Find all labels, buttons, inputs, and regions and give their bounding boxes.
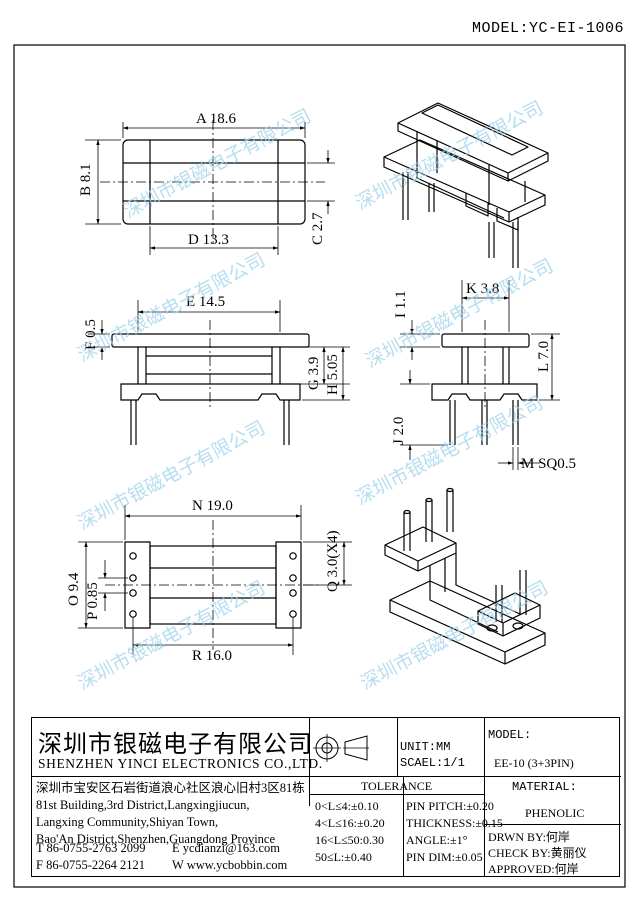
dim-r: R 16.0 xyxy=(192,648,232,664)
model-header: MODEL:YC-EI-1006 xyxy=(471,20,624,37)
top-view xyxy=(85,120,335,255)
projection-symbol-icon xyxy=(313,734,369,762)
company-name-cn: 深圳市银磁电子有限公司 xyxy=(38,730,313,758)
watermark-6: 深圳市银磁电子有限公司 xyxy=(74,417,269,535)
watermark-2: 深圳市银磁电子有限公司 xyxy=(352,97,547,215)
address-cn: 深圳市宝安区石岩街道浪心社区浪心旧村3区81栋 xyxy=(36,781,305,795)
watermark-7: 深圳市银磁电子有限公司 xyxy=(74,577,269,695)
dim-e: E 14.5 xyxy=(186,294,225,310)
side-view xyxy=(400,280,560,470)
front-view xyxy=(88,300,350,445)
dim-b: B 8.1 xyxy=(78,163,94,196)
pin-pitch: PIN PITCH:±0.20 xyxy=(406,799,494,813)
web: W www.ycbobbin.com xyxy=(172,858,288,872)
tolerance-title: TOLERANCE xyxy=(360,779,433,793)
address-en-2: Langxing Community,Shiyan Town, xyxy=(36,815,219,829)
isometric-view-bottom xyxy=(384,487,546,665)
dim-k: K 3.8 xyxy=(466,281,499,297)
material-value: PHENOLIC xyxy=(525,806,585,820)
company-name-en: SHENZHEN YINCI ELECTRONICS CO.,LTD. xyxy=(38,756,323,771)
scale: SCAEL:1/1 xyxy=(400,756,465,770)
dim-h: H 5.05 xyxy=(325,354,341,395)
watermark-4: 深圳市银磁电子有限公司 xyxy=(362,255,557,373)
pin-dim: PIN DIM:±0.05 xyxy=(406,850,483,864)
dim-d: D 13.3 xyxy=(188,232,229,248)
title-block: 深圳市银磁电子有限公司 SHENZHEN YINCI ELECTRONICS C… xyxy=(31,717,621,877)
projection-symbol xyxy=(311,726,371,770)
drawn-by: DRWN BY:何岸 xyxy=(488,830,570,844)
dim-o: O 9.4 xyxy=(66,572,82,606)
dim-q: Q 3.0(X4) xyxy=(325,530,341,592)
dim-a: A 18.6 xyxy=(196,111,237,127)
dim-c: C 2.7 xyxy=(310,212,326,245)
tolerance-3: 16<L≤50:0.30 xyxy=(315,833,385,847)
approved-by: APPROVED:何岸 xyxy=(488,862,579,876)
address: 深圳市宝安区石岩街道浪心社区浪心旧村3区81栋 81st Building,3r… xyxy=(36,780,308,848)
dim-g: G 3.9 xyxy=(306,357,322,390)
angle: ANGLE:±1° xyxy=(406,833,468,847)
dim-f: F 0.5 xyxy=(83,319,99,350)
watermark-8: 深圳市银磁电子有限公司 xyxy=(357,577,552,695)
dim-p: P 0.85 xyxy=(85,582,101,620)
unit: UNIT:MM xyxy=(400,740,451,754)
material-label: MATERIAL: xyxy=(512,780,577,794)
address-en-1: 81st Building,3rd District,Langxingjiucu… xyxy=(36,798,250,812)
check-by: CHECK BY:黄丽仪 xyxy=(488,846,587,860)
dim-n: N 19.0 xyxy=(192,498,233,514)
model-value: EE-10 (3+3PIN) xyxy=(494,756,574,770)
dim-m: M SQ0.5 xyxy=(521,456,576,472)
fax: F 86-0755-2264 2121 xyxy=(36,858,146,872)
thickness: THICKNESS:±0.15 xyxy=(406,816,503,830)
watermark-3: 深圳市银磁电子有限公司 xyxy=(74,249,269,367)
isometric-view-top xyxy=(383,102,549,268)
tolerance-1: 0<L≤4:±0.10 xyxy=(315,799,379,813)
tel: T 86-0755-2763 2099 xyxy=(36,841,146,855)
dim-i: I 1.1 xyxy=(393,291,409,319)
watermarks: 深圳市银磁电子有限公司 深圳市银磁电子有限公司 深圳市银磁电子有限公司 深圳市银… xyxy=(74,97,557,695)
email: E ycdianzi@163.com xyxy=(172,841,281,855)
dim-j: J 2.0 xyxy=(391,417,407,445)
sheet-border xyxy=(13,44,626,888)
tolerance-2: 4<L≤16:±0.20 xyxy=(315,816,385,830)
address-en-3: Bao'An District,Shenzhen,Guangdong Provi… xyxy=(36,832,276,846)
tolerance-4: 50≤L:±0.40 xyxy=(315,850,372,864)
dim-l: L 7.0 xyxy=(536,341,552,372)
bottom-view xyxy=(78,505,352,655)
model-label: MODEL: xyxy=(488,728,532,742)
